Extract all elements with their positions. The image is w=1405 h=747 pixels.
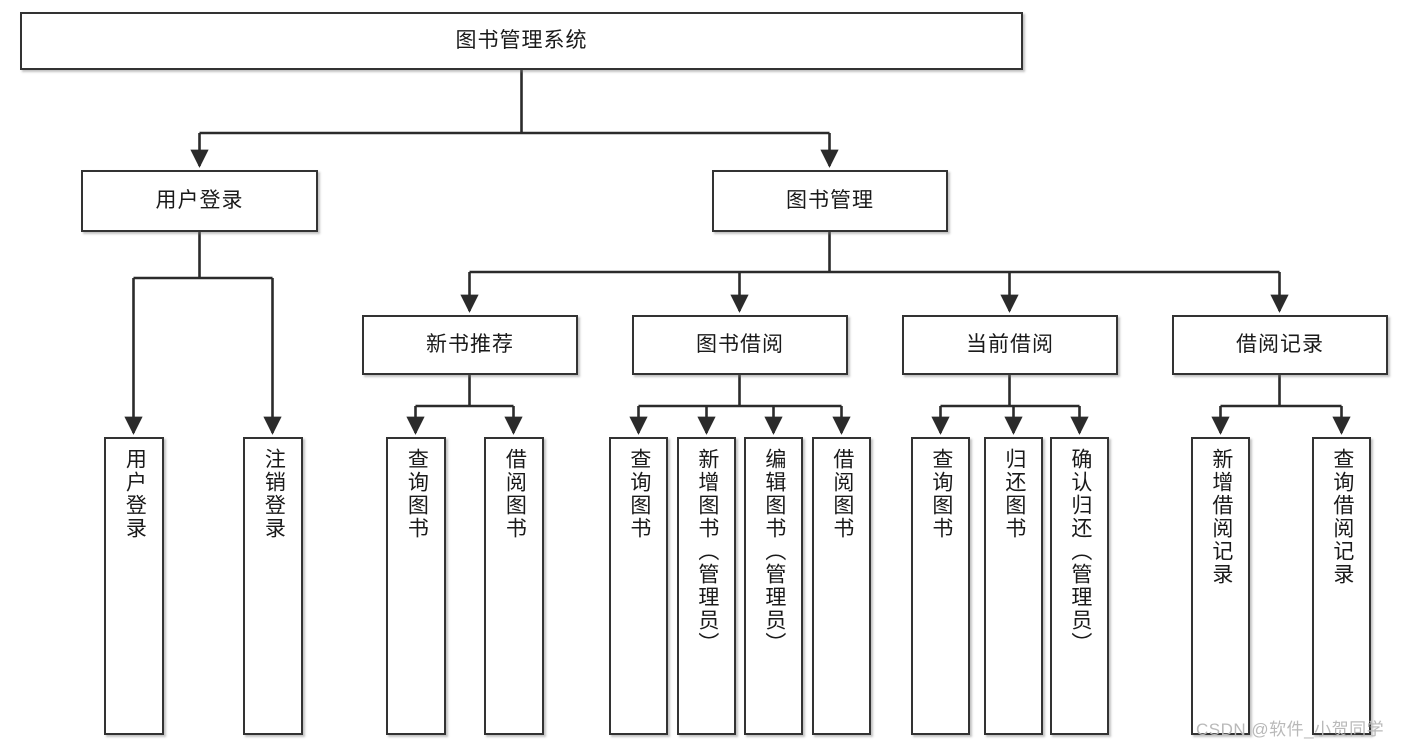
node-new-book-recommendation[interactable]: 新书推荐 (362, 315, 578, 375)
csdn-watermark: CSDN @软件_小贺同学 (1196, 720, 1385, 739)
leaf-user-login[interactable]: 用户登录 (104, 437, 164, 735)
leaf-current-query-book[interactable]: 查询图书 (911, 437, 970, 735)
node-label: 图书管理 (786, 189, 874, 213)
leaf-label: 用户登录 (123, 448, 147, 540)
node-book-management[interactable]: 图书管理 (712, 170, 948, 232)
node-borrowing-record[interactable]: 借阅记录 (1172, 315, 1388, 375)
node-book-borrowing[interactable]: 图书借阅 (632, 315, 848, 375)
leaf-label: 编辑图书（管理员） (762, 448, 786, 655)
leaf-label: 查询借阅记录 (1330, 448, 1354, 586)
leaf-label: 查询图书 (627, 448, 651, 540)
leaf-record-add-record[interactable]: 新增借阅记录 (1191, 437, 1250, 735)
leaf-rec-query-book[interactable]: 查询图书 (386, 437, 446, 735)
leaf-record-query-record[interactable]: 查询借阅记录 (1312, 437, 1371, 735)
node-user-login[interactable]: 用户登录 (81, 170, 318, 232)
leaf-label: 确认归还（管理员） (1068, 448, 1092, 655)
node-label: 借阅记录 (1236, 333, 1324, 357)
leaf-label: 新增图书（管理员） (695, 448, 719, 655)
leaf-borrow-borrow-book[interactable]: 借阅图书 (812, 437, 871, 735)
leaf-borrow-add-book[interactable]: 新增图书（管理员） (677, 437, 736, 735)
leaf-label: 查询图书 (405, 448, 429, 540)
leaf-label: 归还图书 (1002, 448, 1026, 540)
leaf-label: 查询图书 (929, 448, 953, 540)
leaf-label: 新增借阅记录 (1209, 448, 1233, 586)
node-label: 图书借阅 (696, 333, 784, 357)
node-label: 图书管理系统 (455, 29, 588, 53)
leaf-borrow-edit-book[interactable]: 编辑图书（管理员） (744, 437, 803, 735)
node-label: 当前借阅 (966, 333, 1054, 357)
leaf-label: 注销登录 (262, 448, 286, 540)
leaf-rec-borrow-book[interactable]: 借阅图书 (484, 437, 544, 735)
leaf-current-confirm-return[interactable]: 确认归还（管理员） (1050, 437, 1109, 735)
node-label: 用户登录 (155, 189, 244, 213)
leaf-borrow-query-book[interactable]: 查询图书 (609, 437, 668, 735)
leaf-current-return-book[interactable]: 归还图书 (984, 437, 1043, 735)
leaf-label: 借阅图书 (830, 448, 854, 540)
node-label: 新书推荐 (426, 333, 514, 357)
node-root-system[interactable]: 图书管理系统 (20, 12, 1023, 70)
leaf-label: 借阅图书 (503, 448, 527, 540)
node-current-borrowing[interactable]: 当前借阅 (902, 315, 1118, 375)
leaf-user-logout[interactable]: 注销登录 (243, 437, 303, 735)
